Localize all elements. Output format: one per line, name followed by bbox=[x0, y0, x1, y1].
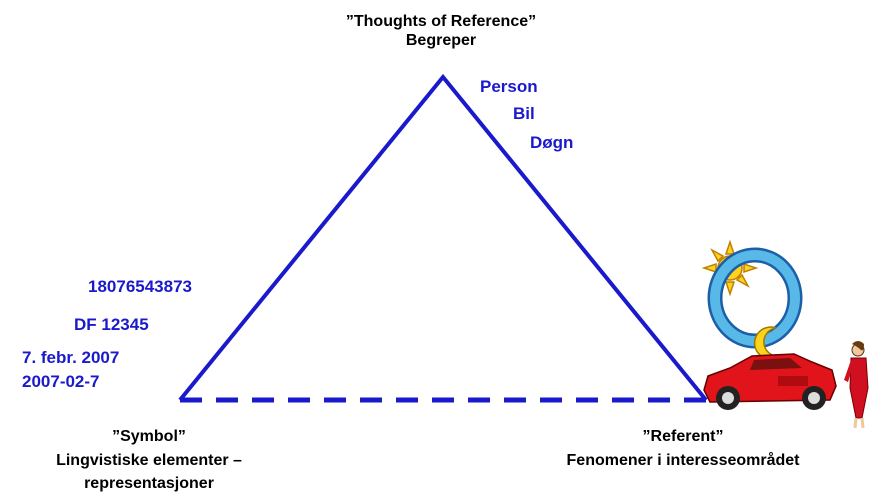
referent-heading: ”Referent” bbox=[642, 428, 724, 445]
symbol-heading: ”Symbol” bbox=[112, 428, 186, 445]
symbol-subheading-2: representasjoner bbox=[84, 475, 214, 492]
woman-icon bbox=[844, 341, 869, 429]
symbol-plate: DF 12345 bbox=[74, 315, 149, 334]
symbol-date-iso: 2007-02-7 bbox=[22, 372, 100, 391]
concepts-subheading: Begreper bbox=[405, 32, 477, 49]
triangle-solid-sides bbox=[178, 73, 708, 402]
symbol-date-text: 7. febr. 2007 bbox=[22, 348, 120, 367]
car-icon bbox=[703, 353, 837, 410]
thoughts-heading: ”Thoughts of Reference” bbox=[345, 13, 537, 30]
symbol-number: 18076543873 bbox=[88, 277, 193, 296]
referent-subheading: Fenomener i interesseområdet bbox=[566, 452, 800, 469]
concept-bil: Bil bbox=[513, 104, 535, 123]
concept-person: Person bbox=[480, 77, 538, 96]
referent-illustrations bbox=[701, 240, 869, 429]
concept-dogn: Døgn bbox=[530, 133, 574, 152]
symbol-subheading: Lingvistiske elementer – bbox=[56, 452, 242, 469]
